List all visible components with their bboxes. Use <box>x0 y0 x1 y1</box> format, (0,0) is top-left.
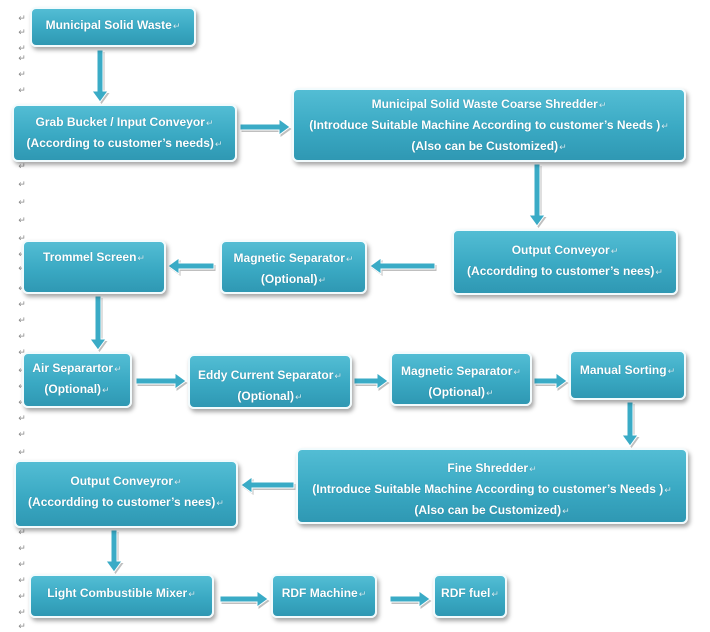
arrow-output1-to-mag1 <box>369 257 437 276</box>
box-magnetic-separator-1: Magnetic Separator(Optional) <box>220 240 367 294</box>
box-text-line: Output Conveyror <box>16 471 236 492</box>
box-text-line: (Optional) <box>190 386 350 407</box>
box-text-line: Output Conveyor <box>454 240 676 261</box>
return-arrow-icon: ↵ <box>18 560 26 570</box>
box-text-line: Municipal Solid Waste Coarse Shredder <box>294 94 684 115</box>
arrow-air-to-eddy <box>135 372 188 391</box>
return-arrow-icon: ↵ <box>18 348 26 358</box>
arrow-coarse-to-output1 <box>528 163 547 228</box>
box-fine-shredder: Fine Shredder(Introduce Suitable Machine… <box>296 448 688 524</box>
box-trommel-screen: Trommel Screen <box>22 240 166 294</box>
box-air-separator: Air Separartor(Optional) <box>22 352 132 408</box>
arrow-grab-to-coarse <box>239 118 292 137</box>
arrow-trommel-to-air <box>89 295 108 352</box>
box-text-line: Municipal Solid Waste <box>32 15 194 36</box>
return-arrow-icon: ↵ <box>18 528 26 538</box>
box-text-line: Manual Sorting <box>571 360 684 381</box>
return-arrow-icon: ↵ <box>18 86 26 96</box>
box-text-line: RDF fuel <box>435 583 505 604</box>
arrow-mag2-to-manual <box>533 372 569 391</box>
box-municipal-solid-waste: Municipal Solid Waste <box>30 7 196 47</box>
return-arrow-icon: ↵ <box>18 622 26 632</box>
box-rdf-fuel: RDF fuel <box>433 574 507 618</box>
box-text-line: (According to customer’s needs) <box>14 133 235 154</box>
box-text-line: (Also can be Customized) <box>294 136 684 157</box>
box-text-line: Trommel Screen <box>24 247 164 268</box>
return-arrow-icon: ↵ <box>18 198 26 208</box>
box-light-combustible-mixer: Light Combustible Mixer <box>29 574 214 618</box>
return-arrow-icon: ↵ <box>18 70 26 80</box>
box-text-line: (Optional) <box>24 379 130 400</box>
box-text-line: Eddy Current Separator <box>190 365 350 386</box>
arrow-manual-to-fine <box>621 401 640 448</box>
box-manual-sorting: Manual Sorting <box>569 350 686 400</box>
return-arrow-icon: ↵ <box>18 234 26 244</box>
return-arrow-icon: ↵ <box>18 608 26 618</box>
box-text-line: (Optional) <box>392 382 530 403</box>
return-arrow-icon: ↵ <box>18 544 26 554</box>
return-arrow-icon: ↵ <box>17 366 27 376</box>
return-arrow-icon: ↵ <box>17 382 27 392</box>
arrow-output2-to-mixer <box>105 529 124 574</box>
return-arrow-icon: ↵ <box>17 284 27 294</box>
box-text-line: Light Combustible Mixer <box>31 583 212 604</box>
box-coarse-shredder: Municipal Solid Waste Coarse Shredder(In… <box>292 88 686 162</box>
box-text-line: Grab Bucket / Input Conveyor <box>14 112 235 133</box>
return-arrow-icon: ↵ <box>18 592 26 602</box>
return-arrow-icon: ↵ <box>18 300 26 310</box>
box-text-line: (Also can be Customized) <box>298 500 686 521</box>
return-arrow-icon: ↵ <box>18 28 26 38</box>
return-arrow-icon: ↵ <box>18 14 26 24</box>
return-arrow-icon: ↵ <box>17 398 27 408</box>
return-arrow-icon: ↵ <box>18 316 26 326</box>
box-text-line: (Accordding to customer’s nees) <box>16 492 236 513</box>
box-text-line: (Introduce Suitable Machine According to… <box>294 115 684 136</box>
return-arrow-icon: ↵ <box>18 162 26 172</box>
return-arrow-icon: ↵ <box>18 576 26 586</box>
box-eddy-current-separator: Eddy Current Separator(Optional) <box>188 354 352 409</box>
box-text-line: Fine Shredder <box>298 458 686 479</box>
return-arrow-icon: ↵ <box>18 44 26 54</box>
return-arrow-icon: ↵ <box>18 414 26 424</box>
return-arrow-icon: ↵ <box>18 332 26 342</box>
return-arrow-icon: ↵ <box>18 448 26 458</box>
box-output-conveyor-1: Output Conveyor(Accordding to customer’s… <box>452 229 678 295</box>
arrow-rdf-machine-to-fuel <box>389 590 432 609</box>
box-text-line: Magnetic Separator <box>392 361 530 382</box>
arrow-fine-to-output2 <box>240 476 296 495</box>
arrow-mixer-to-rdf-machine <box>219 590 270 609</box>
arrow-waste-to-grab <box>91 49 110 104</box>
box-magnetic-separator-2: Magnetic Separator(Optional) <box>390 352 532 406</box>
box-rdf-machine: RDF Machine <box>271 574 377 618</box>
box-text-line: Magnetic Separator <box>222 248 365 269</box>
box-grab-bucket-input-conveyor: Grab Bucket / Input Conveyor(According t… <box>12 104 237 162</box>
return-arrow-icon: ↵ <box>18 430 26 440</box>
box-text-line: (Introduce Suitable Machine According to… <box>298 479 686 500</box>
arrow-eddy-to-mag2 <box>353 372 390 391</box>
return-arrow-icon: ↵ <box>17 264 27 274</box>
return-arrow-icon: ↵ <box>18 54 26 64</box>
box-text-line: RDF Machine <box>273 583 375 604</box>
return-arrow-icon: ↵ <box>18 180 26 190</box>
return-arrow-icon: ↵ <box>18 216 26 226</box>
box-text-line: Air Separartor <box>24 358 130 379</box>
box-text-line: (Accordding to customer’s nees) <box>454 261 676 282</box>
box-output-conveyor-2: Output Conveyror(Accordding to customer’… <box>14 460 238 528</box>
return-arrow-icon: ↵ <box>17 250 27 260</box>
arrow-mag1-to-trommel <box>167 257 216 276</box>
box-text-line: (Optional) <box>222 269 365 290</box>
